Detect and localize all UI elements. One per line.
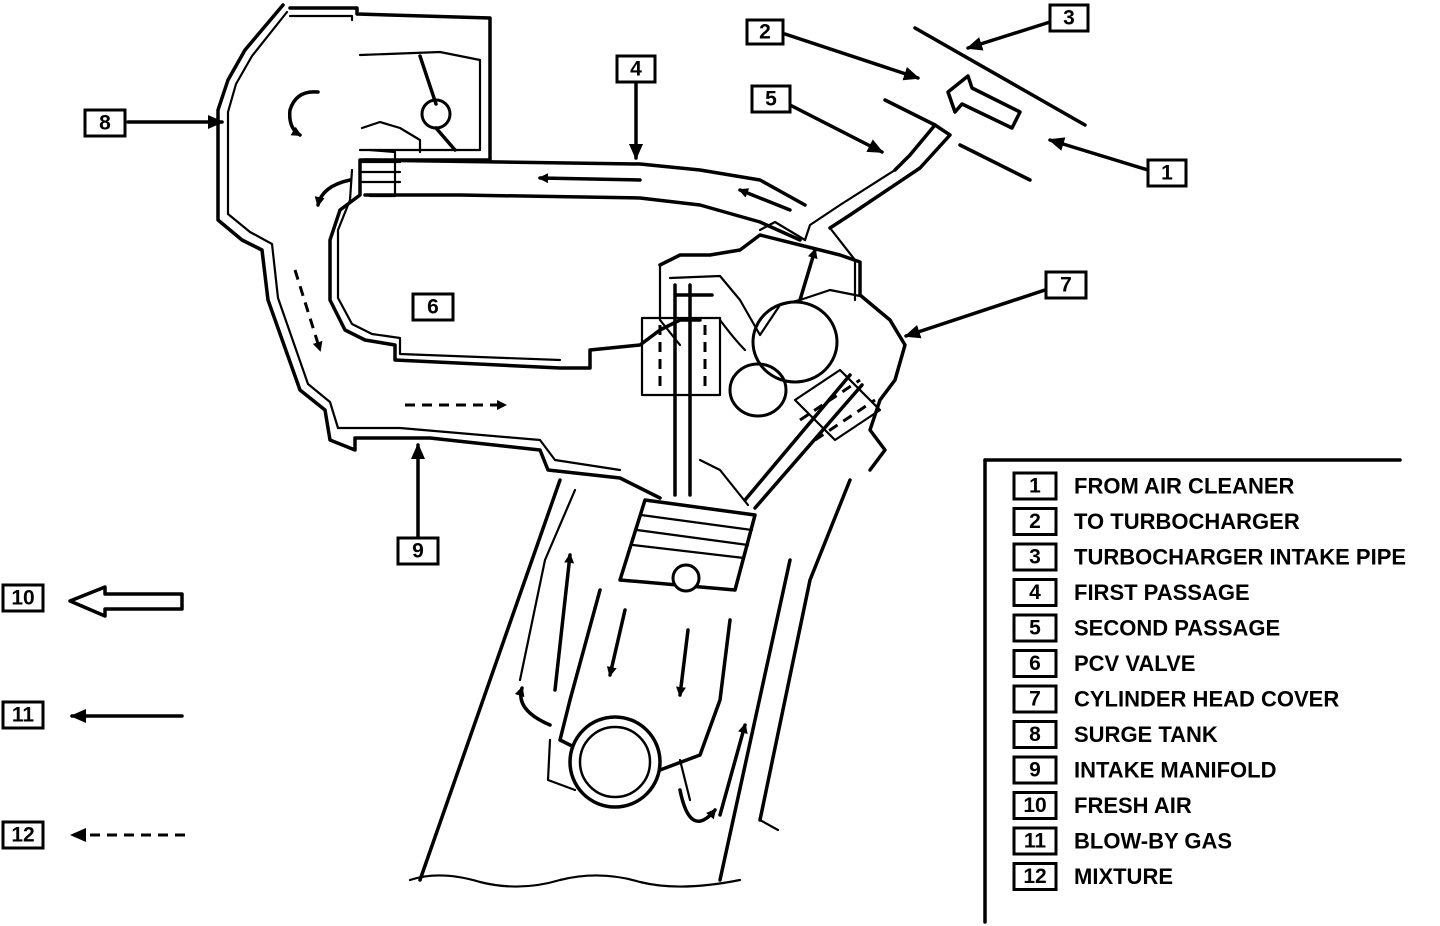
cylinder-block [408, 458, 852, 888]
key-mixture: 12 [1, 820, 185, 850]
callout-6-number: 6 [427, 296, 439, 319]
legend-label: BLOW-BY GAS [1074, 829, 1232, 854]
legend-number-box [1012, 755, 1058, 785]
legend-number-box [1012, 791, 1058, 820]
legend-number: 1 [1029, 475, 1041, 498]
callout-2-number: 2 [759, 21, 771, 44]
legend-number: 2 [1029, 510, 1041, 533]
callout-8: 8 [83, 108, 127, 138]
fresh-air-arrow-icon [68, 585, 184, 618]
legend-label: TURBOCHARGER INTAKE PIPE [1074, 545, 1406, 570]
legend-label: PCV VALVE [1074, 651, 1195, 676]
legend-number: 9 [1029, 759, 1041, 782]
cylinder-head-cover [640, 233, 907, 510]
callout-10-number: 10 [11, 587, 34, 610]
legend-label: SURGE TANK [1074, 722, 1218, 747]
callout-5: 5 [750, 84, 792, 114]
legend-number: 3 [1029, 546, 1041, 569]
legend-item: 9 INTAKE MANIFOLD [1012, 755, 1276, 785]
legend-number-box [1012, 684, 1058, 714]
legend-item: 10 FRESH AIR [1012, 791, 1192, 820]
legend-label: CYLINDER HEAD COVER [1074, 687, 1339, 712]
legend-number-box [1012, 613, 1058, 643]
legend-number: 12 [1023, 865, 1046, 888]
callout-5-number: 5 [765, 88, 777, 111]
legend-label: FRESH AIR [1074, 793, 1192, 818]
legend-number-box [1012, 471, 1058, 501]
legend-item: 6 PCV VALVE [1012, 649, 1195, 678]
legend-number-box [1012, 507, 1058, 536]
legend-number-box [1012, 649, 1058, 678]
legend-item: 7 CYLINDER HEAD COVER [1012, 684, 1339, 714]
callout-9-number: 9 [412, 540, 424, 563]
callout-4-number: 4 [630, 58, 642, 81]
legend-label: INTAKE MANIFOLD [1074, 758, 1276, 783]
legend-number-box [1012, 578, 1058, 607]
callout-2: 2 [745, 18, 785, 46]
callout-7: 7 [1044, 270, 1088, 300]
legend-label: MIXTURE [1074, 864, 1173, 889]
legend-item: 11 BLOW-BY GAS [1012, 826, 1232, 856]
legend-number: 5 [1029, 617, 1041, 640]
callout-11-number: 11 [12, 704, 35, 727]
legend-number-box [1012, 826, 1058, 856]
legend-label: TO TURBOCHARGER [1074, 509, 1300, 534]
first-passage-tube [314, 148, 807, 242]
legend-number: 6 [1029, 652, 1041, 675]
legend-item: 1 FROM AIR CLEANER [1012, 471, 1295, 501]
legend-label: SECOND PASSAGE [1074, 616, 1280, 641]
legend-item: 4 FIRST PASSAGE [1012, 578, 1250, 607]
mixture-flow-arrows [293, 269, 507, 410]
callout-12-number: 12 [11, 824, 34, 847]
legend-number-box [1012, 720, 1058, 749]
legend-item: 3 TURBOCHARGER INTAKE PIPE [1012, 542, 1406, 572]
legend-number: 4 [1029, 581, 1041, 604]
callout-8-number: 8 [99, 112, 111, 135]
callout-1-number: 1 [1161, 162, 1173, 185]
callout-6: 6 [411, 292, 455, 322]
legend-item: 2 TO TURBOCHARGER [1012, 507, 1300, 536]
legend-number: 7 [1029, 688, 1041, 711]
key-blow-by-gas: 11 [1, 700, 184, 730]
leader-lines [126, 20, 1150, 542]
legend-number-box [1012, 542, 1058, 572]
callout-9: 9 [396, 536, 440, 566]
legend-number: 8 [1029, 723, 1041, 746]
surge-tank-shape [216, 3, 702, 500]
legend-label: FROM AIR CLEANER [1074, 474, 1295, 499]
callout-1: 1 [1146, 158, 1188, 188]
legend-item: 8 SURGE TANK [1012, 720, 1218, 749]
legend-number-box [1012, 862, 1058, 891]
turbo-intake-pipe [758, 26, 1087, 302]
legend-item: 5 SECOND PASSAGE [1012, 613, 1280, 643]
legend-number: 10 [1023, 794, 1046, 817]
legend-number: 11 [1024, 830, 1047, 853]
key-fresh-air: 10 [1, 583, 184, 618]
legend-item: 12 MIXTURE [1012, 862, 1173, 891]
legend-panel: 1 FROM AIR CLEANER 2 TO TURBOCHARGER 3 TURBOC… [983, 458, 1406, 924]
legend-label: FIRST PASSAGE [1074, 580, 1250, 605]
callout-4: 4 [615, 54, 657, 84]
callout-7-number: 7 [1060, 274, 1072, 297]
callout-3: 3 [1048, 3, 1090, 33]
callout-3-number: 3 [1063, 7, 1075, 30]
